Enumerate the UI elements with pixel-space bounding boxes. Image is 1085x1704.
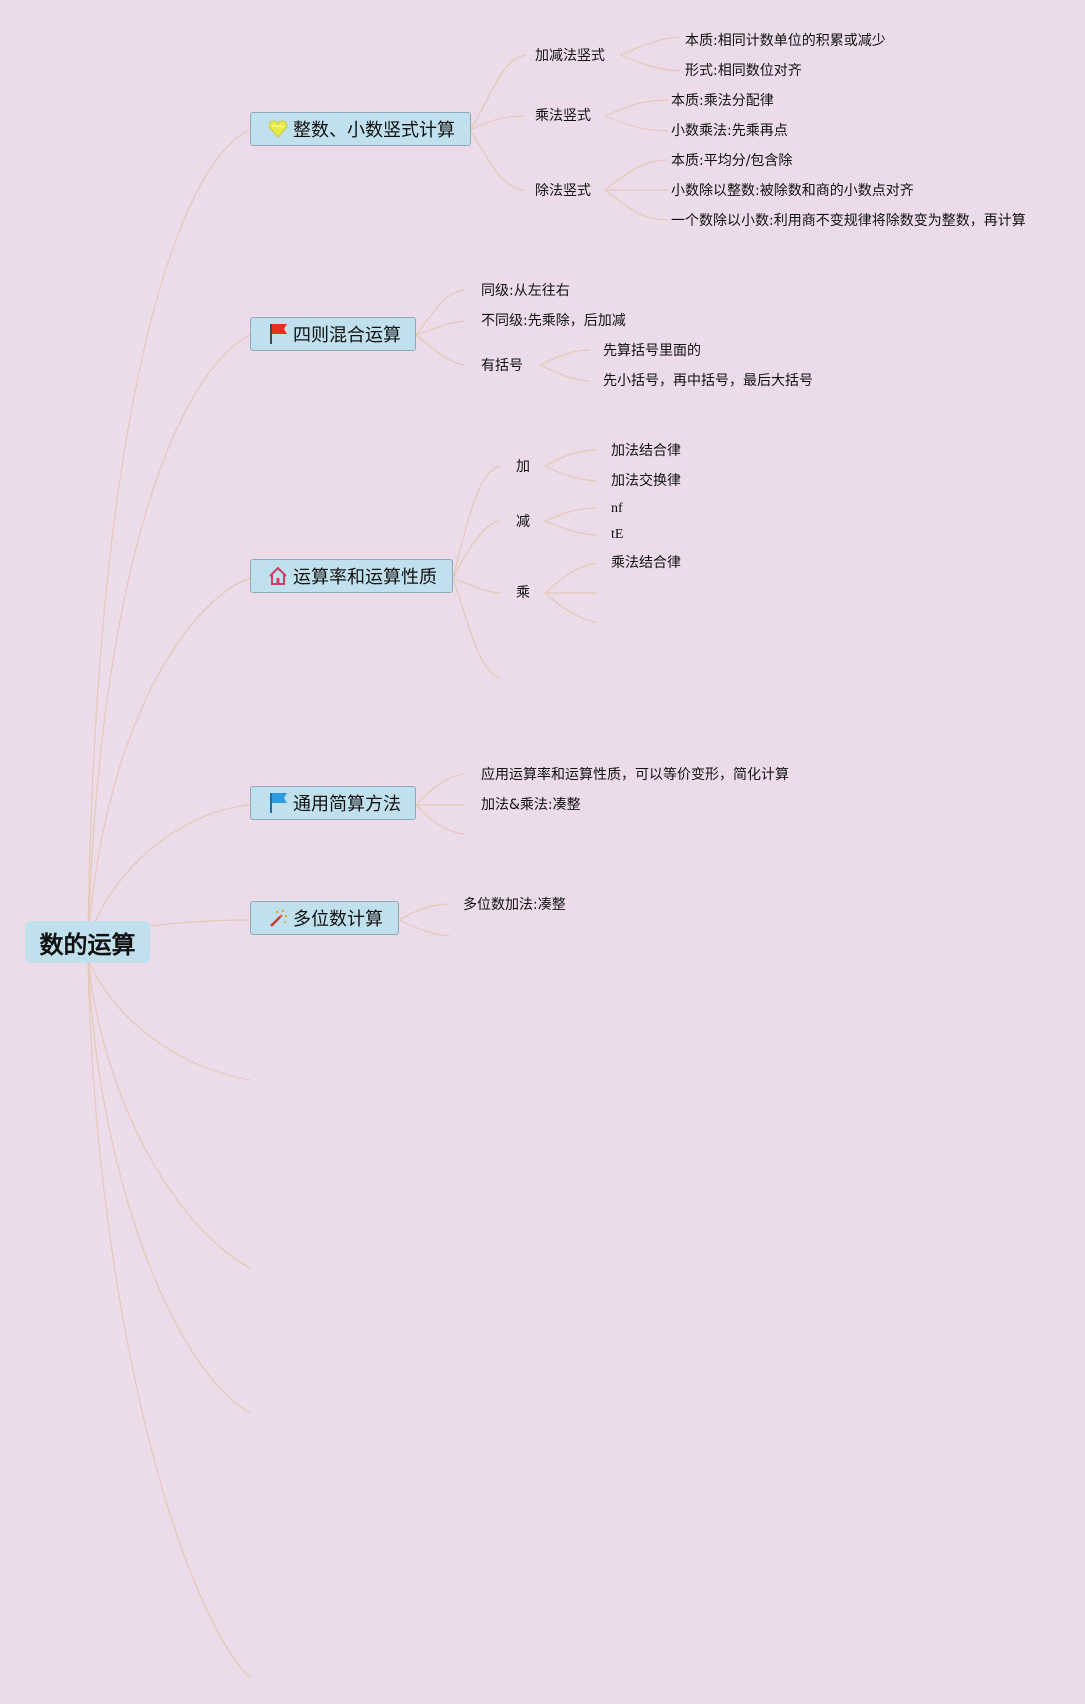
leaf-node[interactable]: 形式:相同数位对齐 — [685, 63, 802, 79]
connector — [87, 804, 251, 941]
magic-wand-icon — [268, 908, 288, 928]
branch-subtraction[interactable]: 减 — [516, 514, 530, 530]
branch-multiplication[interactable]: 乘 — [516, 585, 530, 601]
topic-label: 多位数计算 — [293, 909, 383, 930]
leaf-node[interactable]: 小数乘法:先乘再点 — [671, 123, 788, 139]
branch-add-sub-vertical[interactable]: 加减法竖式 — [535, 48, 605, 64]
connector — [87, 577, 251, 941]
topic-label: 整数、小数竖式计算 — [293, 120, 455, 141]
topic-node-general-shortcuts[interactable]: 通用简算方法 — [250, 786, 416, 820]
leaf-node[interactable]: 应用运算率和运算性质，可以等价变形，简化计算 — [481, 767, 789, 783]
connector — [87, 959, 251, 1081]
topic-label: 通用简算方法 — [293, 794, 401, 815]
connector — [469, 129, 526, 191]
branch-addition[interactable]: 加 — [516, 459, 530, 475]
leaf-node[interactable]: 本质:相同计数单位的积累或减少 — [685, 33, 886, 49]
connector — [604, 189, 669, 221]
branch-multiplication-vertical[interactable]: 乘法竖式 — [535, 108, 591, 124]
connector — [415, 773, 466, 806]
topic-node-operation-laws[interactable]: 运算率和运算性质 — [250, 559, 453, 593]
leaf-node[interactable]: 加法&乘法:凑整 — [481, 797, 581, 813]
root-node[interactable]: 数的运算 — [25, 921, 150, 963]
connector — [415, 804, 466, 835]
connector — [544, 562, 598, 594]
connector — [539, 349, 591, 366]
connector — [415, 289, 466, 336]
leaf-node[interactable]: tE — [611, 527, 624, 542]
leaf-node[interactable]: 不同级:先乘除，后加减 — [481, 313, 626, 329]
topic-node-mixed-operations[interactable]: 四则混合运算 — [250, 317, 416, 351]
connector — [452, 577, 501, 594]
connector — [87, 959, 251, 1414]
leaf-node[interactable]: 本质:乘法分配律 — [671, 93, 774, 109]
red-flag-icon — [268, 324, 288, 344]
connector — [619, 54, 681, 72]
connector — [544, 520, 598, 536]
connector — [87, 334, 251, 941]
connector — [544, 592, 598, 623]
connector — [452, 520, 501, 579]
connector — [452, 465, 501, 579]
topic-label: 四则混合运算 — [293, 325, 401, 346]
connector — [539, 364, 591, 382]
connector — [87, 129, 251, 941]
leaf-node[interactable]: nf — [611, 501, 623, 516]
leaf-node[interactable]: 先小括号，再中括号，最后大括号 — [603, 373, 813, 389]
connector — [87, 959, 251, 1679]
leaf-node[interactable]: 乘法结合律 — [611, 555, 681, 571]
blue-flag-icon — [268, 793, 288, 813]
home-icon — [268, 566, 288, 586]
leaf-node[interactable]: 加法结合律 — [611, 443, 681, 459]
connector — [619, 36, 681, 56]
leaf-node[interactable]: 一个数除以小数:利用商不变规律将除数变为整数，再计算 — [671, 213, 1026, 229]
connector — [604, 159, 669, 191]
connector — [544, 449, 598, 467]
connector — [415, 334, 466, 366]
connector — [452, 577, 501, 679]
connector — [544, 507, 598, 522]
leaf-node[interactable]: 本质:平均分/包含除 — [671, 153, 793, 169]
connector — [604, 115, 669, 132]
connector — [149, 919, 251, 927]
branch-division-vertical[interactable]: 除法竖式 — [535, 183, 591, 199]
leaf-node[interactable]: 先算括号里面的 — [603, 343, 701, 359]
heart-gem-icon — [268, 119, 288, 139]
leaf-node[interactable]: 加法交换律 — [611, 473, 681, 489]
connector — [604, 99, 669, 117]
topic-label: 运算率和运算性质 — [293, 567, 437, 588]
leaf-node[interactable]: 小数除以整数:被除数和商的小数点对齐 — [671, 183, 914, 199]
leaf-node[interactable]: 同级:从左往右 — [481, 283, 570, 299]
connector — [415, 320, 466, 336]
leaf-node[interactable]: 多位数加法:凑整 — [463, 897, 566, 913]
connector — [469, 115, 526, 131]
branch-with-brackets[interactable]: 有括号 — [481, 358, 523, 374]
connector — [87, 959, 251, 1269]
topic-node-multi-digit[interactable]: 多位数计算 — [250, 901, 399, 935]
topic-node-vertical-calculation[interactable]: 整数、小数竖式计算 — [250, 112, 471, 146]
connector — [469, 54, 526, 131]
connector — [398, 919, 451, 937]
connector — [544, 465, 598, 482]
connector — [398, 903, 451, 921]
